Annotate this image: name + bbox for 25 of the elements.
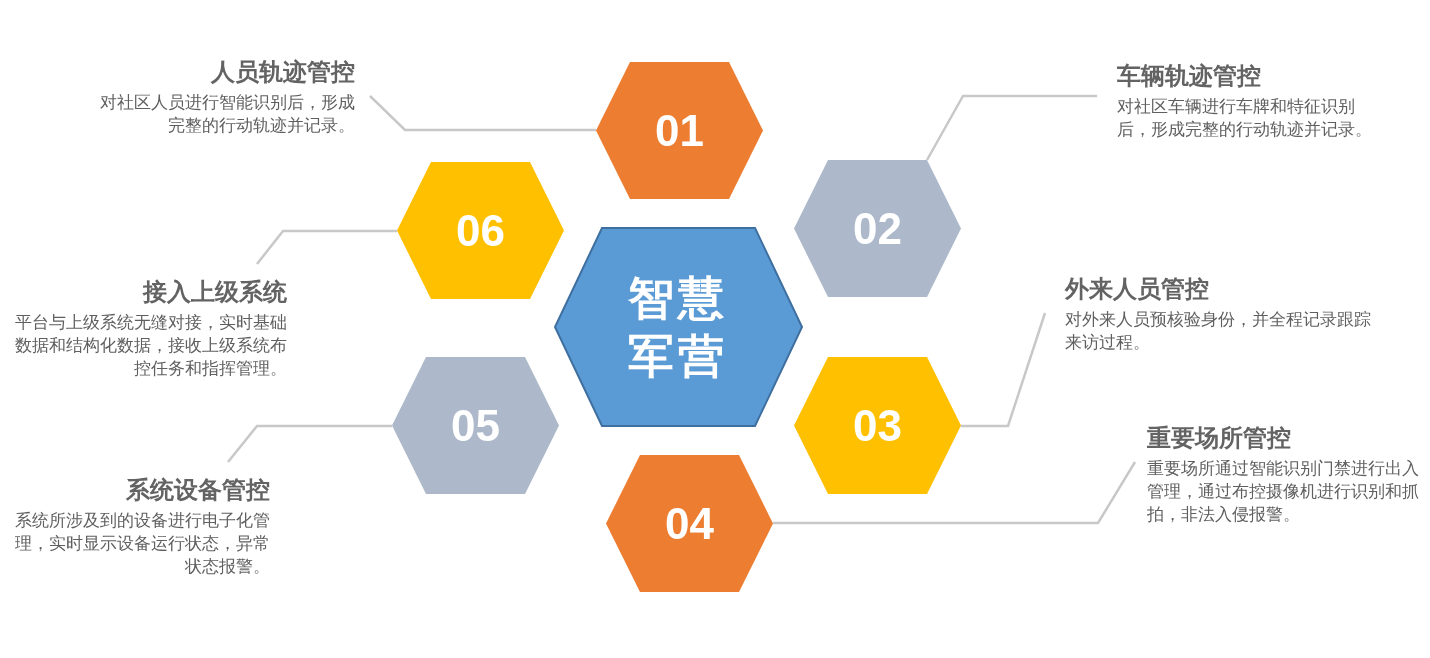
leader-line [961, 312, 1047, 428]
description-text: 系统所涉及到的设备进行电子化管理，实时显示设备运行状态，异常状态报警。 [14, 510, 270, 578]
step-number: 03 [853, 403, 902, 448]
section-heading: 重要场所管控 [1147, 423, 1291, 453]
step-number: 01 [655, 108, 704, 153]
leader-line [256, 229, 397, 265]
leader-line [773, 461, 1137, 525]
section-heading: 系统设备管控 [126, 475, 270, 505]
center-title: 智慧军营 [627, 270, 730, 383]
description-text: 对社区人员进行智能识别后，形成完整的行动轨迹并记录。 [99, 92, 355, 137]
description-text: 平台与上级系统无缝对接，实时基础数据和结构化数据，接收上级系统布控任务和指挥管理。 [14, 312, 287, 380]
step-number: 05 [451, 403, 500, 448]
description-text: 重要场所通过智能识别门禁进行出入管理，通过布控摄像机进行识别和抓拍，非法入侵报警。 [1147, 458, 1420, 526]
description-text: 对外来人员预核验身份，并全程记录跟踪来访过程。 [1065, 309, 1372, 354]
section-heading: 车辆轨迹管控 [1117, 61, 1261, 91]
section-heading: 外来人员管控 [1065, 274, 1209, 304]
leader-line [369, 95, 596, 132]
leader-line [925, 94, 1097, 161]
description-text: 对社区车辆进行车牌和特征识别后，形成完整的行动轨迹并记录。 [1117, 96, 1373, 141]
step-number: 02 [853, 206, 902, 251]
section-heading: 接入上级系统 [143, 277, 287, 307]
leader-line [227, 424, 392, 463]
section-heading: 人员轨迹管控 [211, 57, 355, 87]
step-number: 06 [456, 208, 505, 253]
step-number: 04 [665, 501, 714, 546]
